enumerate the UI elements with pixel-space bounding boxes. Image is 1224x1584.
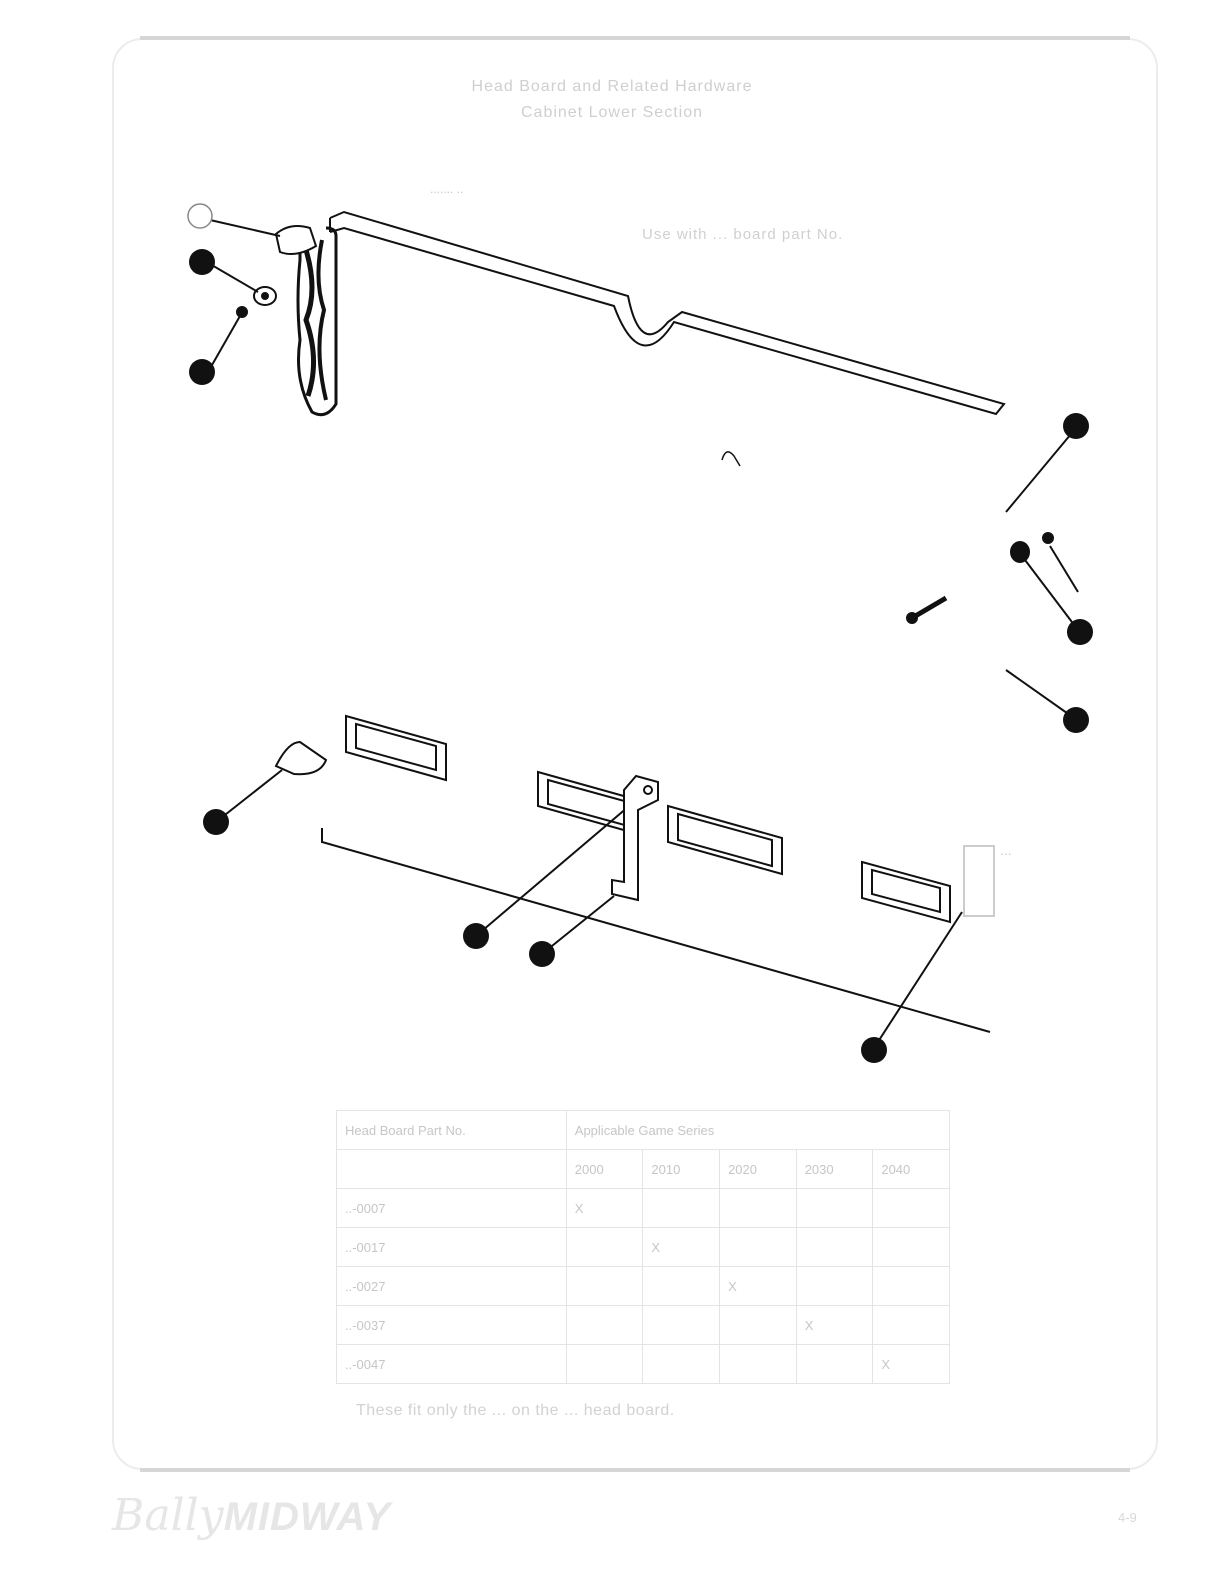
table-cell — [872, 1227, 950, 1267]
table-cell — [565, 1266, 644, 1306]
table-cell — [795, 1227, 874, 1267]
table-cell: X — [642, 1227, 721, 1267]
right-hardware — [906, 532, 1054, 624]
table-cell — [719, 1305, 797, 1345]
table-cell: 2000 — [565, 1149, 644, 1189]
top-rule — [140, 36, 1130, 40]
leader-lines — [207, 219, 1079, 1049]
table-header-part: Head Board Part No. — [336, 1110, 567, 1150]
table-header-series: Applicable Game Series — [565, 1110, 951, 1150]
diagram-note: Use with ... board part No. — [642, 226, 844, 243]
table-subheader-row: 2000 2010 2020 2030 2040 — [336, 1149, 950, 1189]
table-cell — [795, 1266, 874, 1306]
table-cell: 2030 — [795, 1149, 874, 1189]
hook-mark — [721, 451, 741, 467]
table-cell: ..-0007 — [336, 1188, 567, 1228]
callout-balloon — [1067, 619, 1093, 645]
brand-logo: BallyMIDWAY — [112, 1490, 391, 1541]
top-bracket — [274, 225, 318, 255]
table-cell — [795, 1188, 874, 1228]
callout-balloon — [189, 249, 215, 275]
table-cell — [565, 1227, 644, 1267]
table-row: ..-0037 X — [336, 1305, 950, 1345]
table-cell — [719, 1344, 797, 1384]
page-title: Head Board and Related Hardware — [471, 78, 753, 95]
table-cell: 2040 — [872, 1149, 950, 1189]
table-row: ..-0027 X — [336, 1266, 950, 1306]
table-cell: 2010 — [642, 1149, 721, 1189]
washer-nut — [236, 286, 277, 318]
diagram-note-right: ... — [1000, 842, 1012, 858]
table-cell — [719, 1227, 797, 1267]
table-cell — [872, 1188, 950, 1228]
brand-script: Bally — [112, 1490, 224, 1541]
diagram-stamp: ....... .. — [430, 182, 464, 196]
callout-balloon — [189, 359, 215, 385]
table-cell — [719, 1188, 797, 1228]
table-cell: ..-0047 — [336, 1344, 567, 1384]
callout-balloon — [529, 941, 555, 967]
table-cell — [872, 1305, 950, 1345]
table-cell — [642, 1188, 721, 1228]
table-cell — [336, 1149, 567, 1189]
table-cell: 2020 — [719, 1149, 797, 1189]
slot-windows — [345, 714, 951, 924]
callout-balloon — [861, 1037, 887, 1063]
cable-bundle — [296, 226, 338, 417]
table-row: ..-0047 X — [336, 1344, 950, 1384]
table-cell — [795, 1344, 874, 1384]
page-number: 4-9 — [1118, 1510, 1137, 1525]
table-cell — [642, 1266, 721, 1306]
table-cell: ..-0027 — [336, 1266, 567, 1306]
brand-word: MIDWAY — [223, 1495, 392, 1539]
table-cell — [642, 1344, 721, 1384]
callout-balloon — [187, 203, 213, 229]
table-cell: X — [565, 1188, 644, 1228]
footnote: These fit only the ... on the ... head b… — [356, 1402, 675, 1419]
table-cell — [872, 1266, 950, 1306]
lower-clip — [274, 740, 328, 776]
page-subtitle: Cabinet Lower Section — [521, 104, 703, 121]
bottom-rule — [140, 1468, 1130, 1472]
table-header-row: Head Board Part No. Applicable Game Seri… — [336, 1110, 951, 1150]
board-top-edge — [329, 210, 1006, 416]
table-cell — [565, 1305, 644, 1345]
table-cell — [565, 1344, 644, 1384]
table-cell: X — [795, 1305, 874, 1345]
callout-balloon — [1063, 413, 1089, 439]
table-cell — [642, 1305, 721, 1345]
l-bracket — [611, 774, 659, 902]
table-cell: X — [872, 1344, 950, 1384]
callout-balloons — [187, 203, 1093, 1063]
table-cell: X — [719, 1266, 797, 1306]
lower-board — [321, 828, 991, 1033]
side-bracket — [963, 845, 995, 917]
table-row: ..-0007 X — [336, 1188, 950, 1228]
callout-balloon — [1063, 707, 1089, 733]
callout-balloon — [463, 923, 489, 949]
parts-table: Head Board Part No. Applicable Game Seri… — [336, 1110, 951, 1384]
table-cell: ..-0037 — [336, 1305, 567, 1345]
table-cell: ..-0017 — [336, 1227, 567, 1267]
callout-balloon — [203, 809, 229, 835]
table-row: ..-0017 X — [336, 1227, 950, 1267]
